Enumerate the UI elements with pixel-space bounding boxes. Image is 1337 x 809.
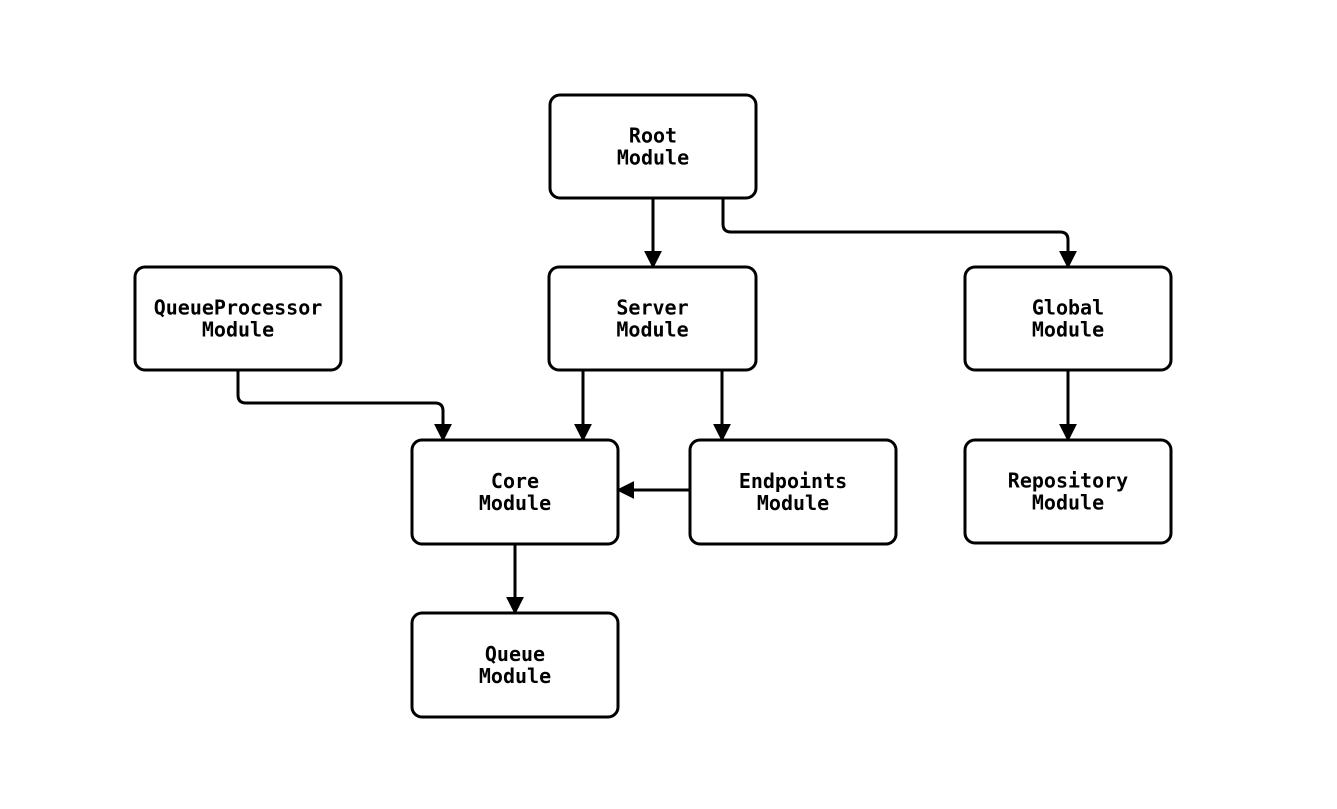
node-label-line: Module (1032, 318, 1104, 342)
edges-layer (236, 198, 1077, 615)
edge-queueprocessor-module-to-core-module (236, 370, 452, 442)
node-box-core-module (410, 438, 620, 546)
node-label-line: Module (616, 318, 688, 342)
node-box-global-module (963, 265, 1173, 372)
node-label-line: Module (1032, 491, 1104, 515)
node-box-root-module (548, 93, 758, 200)
node-label-line: QueueProcessor (154, 296, 323, 320)
node-label-line: Global (1032, 296, 1104, 320)
edge-root-module-to-global-module (721, 198, 1077, 269)
node-box-repository-module (963, 438, 1173, 545)
node-label-line: Endpoints (739, 469, 847, 493)
node-box-queue-module (410, 611, 620, 719)
node-label-line: Root (629, 124, 677, 148)
node-label-line: Module (757, 491, 829, 515)
node-label-line: Module (479, 491, 551, 515)
node-label-line: Server (616, 296, 688, 320)
node-label-line: Module (617, 146, 689, 170)
node-box-queueprocessor-module (133, 265, 343, 372)
node-label-line: Module (479, 664, 551, 688)
node-label-line: Module (202, 318, 274, 342)
node-box-endpoints-module (688, 438, 898, 546)
node-box-server-module (547, 265, 758, 372)
node-label-line: Repository (1008, 469, 1128, 493)
node-label-line: Core (491, 469, 539, 493)
node-label-line: Queue (485, 642, 545, 666)
